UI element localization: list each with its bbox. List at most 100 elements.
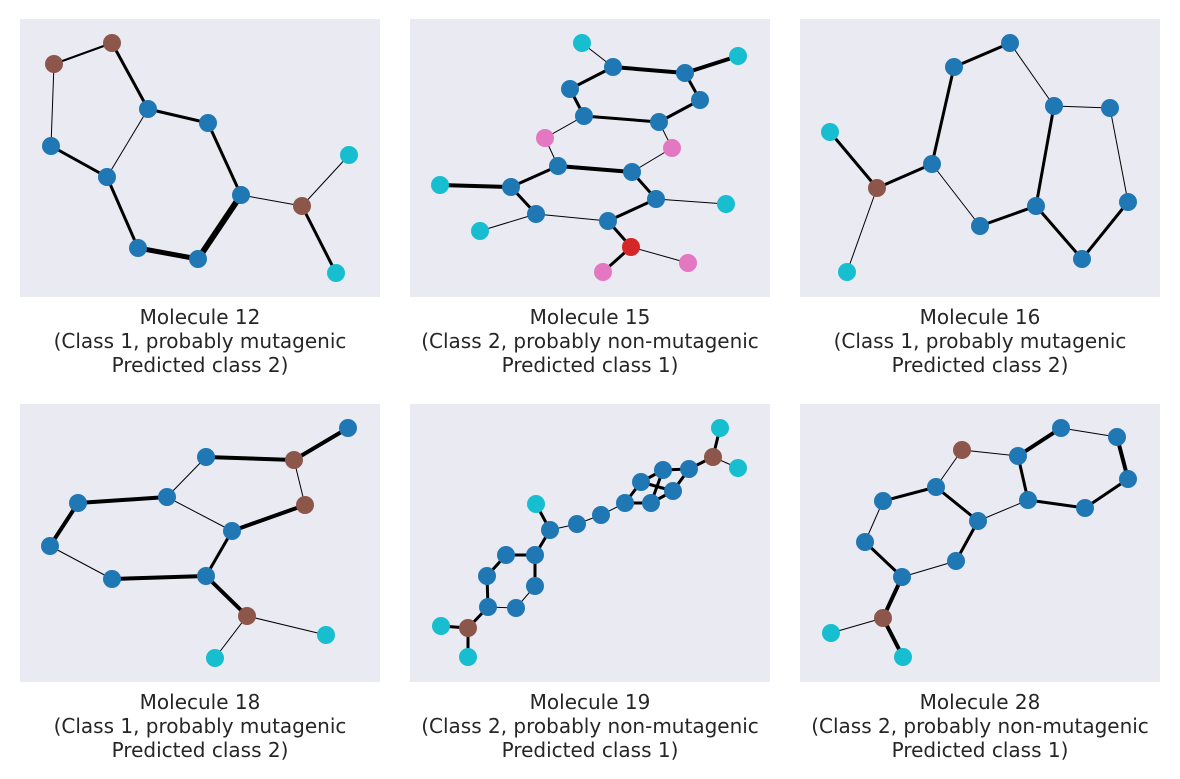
atom-node-brown (704, 448, 722, 466)
bond-edge (828, 131, 879, 189)
molecule-graph (41, 419, 357, 667)
atom-node-blue (526, 577, 544, 595)
bond-edge (935, 485, 979, 523)
bond-edge (479, 213, 537, 232)
atom-node-blue (927, 478, 945, 496)
atom-node-blue (945, 58, 963, 76)
bond-edge (1034, 105, 1056, 207)
atom-node-cyan (894, 648, 912, 666)
atom-node-blue (103, 570, 121, 588)
atom-node-cyan (317, 626, 335, 644)
caption-line: Predicted class 1) (501, 353, 679, 377)
bond-edge (930, 66, 956, 165)
atom-node-cyan (821, 123, 839, 141)
atom-node-brown (296, 496, 314, 514)
atom-node-blue (541, 521, 559, 539)
atom-node-red (622, 238, 640, 256)
atom-node-blue (947, 552, 965, 570)
bond-edge (53, 42, 113, 65)
caption-line: Molecule 16 (919, 305, 1041, 329)
atom-node-blue (691, 91, 709, 109)
bond-edge (1053, 105, 1111, 109)
atom-node-blue (478, 567, 496, 585)
bond-edge (439, 183, 512, 189)
bond-edge (1027, 498, 1086, 510)
atom-node-brown (238, 607, 256, 625)
atom-node-blue (1019, 491, 1037, 509)
bond-edge (612, 65, 686, 75)
bond-edge (630, 246, 689, 264)
atom-node-blue (223, 522, 241, 540)
bond-edge (557, 164, 633, 174)
caption-line: (Class 1, probably mutagenic (833, 329, 1127, 353)
atom-node-blue (502, 178, 520, 196)
atom-node-brown (45, 55, 63, 73)
atom-node-blue (199, 114, 217, 132)
atom-node-cyan (822, 624, 840, 642)
atom-node-cyan (432, 617, 450, 635)
atom-node-blue (642, 494, 660, 512)
bond-edge (684, 54, 739, 75)
atom-node-blue (497, 546, 515, 564)
atom-node-cyan (711, 419, 729, 437)
bond-edge (50, 144, 108, 179)
caption-line: Molecule 19 (529, 690, 651, 714)
atom-node-blue (1108, 428, 1126, 446)
bond-edge (206, 122, 243, 196)
molecule-panel (800, 19, 1160, 297)
atom-node-blue (647, 190, 665, 208)
bond-edge (1060, 427, 1118, 438)
bond-edge (300, 205, 338, 274)
molecule-graph (821, 34, 1137, 281)
bond-edge (77, 495, 168, 505)
bond-edge (204, 574, 249, 618)
atom-node-blue (339, 419, 357, 437)
atom-node-cyan (729, 459, 747, 477)
bond-edge (931, 163, 981, 227)
caption-line: (Class 1, probably mutagenic (53, 329, 347, 353)
bond-edge (195, 193, 244, 261)
atom-node-blue (1073, 250, 1091, 268)
atom-node-brown (874, 609, 892, 627)
bond-edge (205, 455, 295, 462)
atom-node-pink (536, 129, 554, 147)
atom-node-blue (561, 80, 579, 98)
bond-edge (882, 485, 937, 503)
atom-node-blue (650, 113, 668, 131)
atom-node-cyan (206, 649, 224, 667)
atom-node-blue (527, 205, 545, 223)
atom-node-blue (98, 168, 116, 186)
atom-node-blue (1027, 197, 1045, 215)
atom-node-blue (654, 461, 672, 479)
bond-edge (111, 574, 207, 581)
atom-node-blue (568, 515, 586, 533)
atom-node-blue (129, 239, 147, 257)
atom-node-blue (856, 533, 874, 551)
atom-node-cyan (471, 222, 489, 240)
atom-node-brown (953, 441, 971, 459)
atom-node-blue (874, 492, 892, 510)
atom-node-pink (594, 263, 612, 281)
atom-node-cyan (838, 263, 856, 281)
atom-node-blue (1009, 447, 1027, 465)
atom-node-blue (969, 512, 987, 530)
molecule-panel (410, 404, 770, 682)
molecule-graph (822, 419, 1137, 666)
molecule-graph (432, 419, 747, 666)
bond-edge (110, 42, 150, 110)
molecule-caption: Molecule 28(Class 2, probably non-mutage… (800, 690, 1160, 762)
caption-line: (Class 1, probably mutagenic (53, 714, 347, 738)
atom-node-blue (604, 58, 622, 76)
atom-node-blue (680, 460, 698, 478)
atom-node-blue (158, 488, 176, 506)
atom-node-cyan (431, 176, 449, 194)
atom-node-blue (893, 568, 911, 586)
bond-edge (830, 617, 884, 634)
bond-edge (977, 499, 1029, 522)
atom-node-blue (575, 107, 593, 125)
bond-edge (876, 162, 933, 190)
molecule-caption: Molecule 19(Class 2, probably non-mutage… (410, 690, 770, 762)
